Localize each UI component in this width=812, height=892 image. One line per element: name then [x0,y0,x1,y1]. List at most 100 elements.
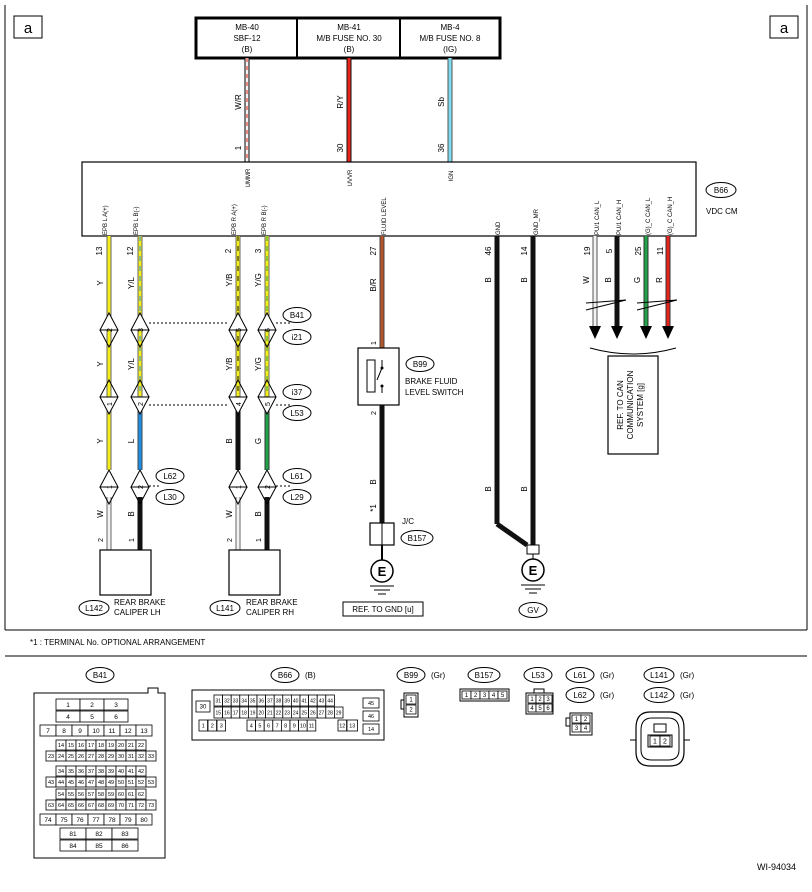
caliper-lh-pin-b: 1 [129,538,136,542]
terminal-ign: IGN [449,171,455,182]
l61-face-color: (Gr) [600,671,615,680]
code-l1-d: W [96,510,105,518]
l53-face-pin-3-cell [543,694,553,704]
b66-pin-45-cell [362,697,380,709]
b41-pin-28: 28 [98,754,104,760]
b66-pin-24: 24 [293,710,299,716]
l62-face-color: (Gr) [600,691,615,700]
ref-i37: i37 [292,388,303,397]
i37-pin-b: 2 [138,402,145,406]
b66-pin-2: 2 [211,723,214,729]
terminal-uvvr: UVVR [348,169,354,186]
b41-pin-25: 25 [68,754,74,760]
l142-face-label-text: L142 [650,691,668,700]
can-ref-box [607,355,659,455]
b41-pin-41: 41 [128,769,134,775]
l53-face-pin-1: 1 [530,697,534,703]
b41-pin-55: 55 [68,792,74,798]
code-fluid-a: B/R [369,278,378,292]
b66-pin-29: 29 [336,710,342,716]
b41-pin-68: 68 [98,803,104,809]
l62-pin-b: 2 [138,485,145,489]
b66-pin-45: 45 [368,701,374,707]
b41-pin-27: 27 [88,754,94,760]
b157-face-pin-5-cell [497,690,508,700]
b41-pin-59: 59 [108,792,114,798]
ref-l142-oval: L142 [78,600,110,616]
b41-pin-76: 76 [76,817,84,824]
fuse-box-frame [194,16,502,60]
ref-l141: L141 [216,604,234,613]
l61-face-label-text: L61 [573,671,587,680]
b41-pin-d: 6 [265,328,272,332]
fuse-1-line-1: MB-40 [235,23,259,32]
b41-pin-83: 83 [121,831,129,838]
b157-face-pin-2: 2 [474,693,478,699]
b99-face-pin-2: 2 [409,708,413,714]
caliper-rh-line-2: CALIPER RH [246,608,294,617]
b99-face-label-text: B99 [404,671,419,680]
b41-pin-18: 18 [98,743,104,749]
b66-pin-19: 19 [250,710,256,716]
b66-pin-13-cell [346,719,359,732]
b41-pin-53: 53 [148,780,154,786]
b66-pin-32: 32 [224,698,230,704]
b41-pin-78: 78 [108,817,116,824]
b66-pin-43: 43 [319,698,325,704]
module-name: VDC CM [706,207,738,216]
b41-pin-13-cell [135,724,153,737]
code-gnd-a: B [484,277,493,282]
b41-pin-57: 57 [88,792,94,798]
pin-14: 14 [520,246,529,255]
l62-face-pin-3: 3 [575,726,579,732]
b66-pin-27: 27 [319,710,325,716]
l62-face-pin-4: 4 [584,726,588,732]
l141-face-label: L141 [643,667,675,683]
page-marker-right-text: a [780,20,789,37]
pin-name-gnd-mr: GND_MR [534,208,540,235]
pin-5: 5 [605,248,614,253]
b41-pin-86-cell [111,839,139,852]
l53-face-pin-3: 3 [546,697,550,703]
fuse-1-line-2: SBF-12 [233,34,261,43]
ref-l142: L142 [85,604,103,613]
b41-pin-85: 85 [95,843,103,850]
b66-pin-10: 10 [300,723,306,729]
b157-face-label-text: B157 [475,671,494,680]
b66-pin-14-cell [362,723,380,735]
star-note: *1 [369,504,378,512]
b41-pin-77: 77 [92,817,100,824]
ref-l30: L30 [163,493,177,502]
l142-face-color: (Gr) [680,691,695,700]
b66-pin-37: 37 [267,698,273,704]
fuse-3-line-2: M/B FUSE NO. 8 [420,34,481,43]
b66-ref: B66 [705,182,737,198]
can-ref-line-3: SYSTEM [g] [636,383,645,427]
b41-pin-10: 10 [92,728,100,735]
b41-pin-47: 47 [88,780,94,786]
code-l2-b: Y/L [127,357,136,370]
b66-pin-35: 35 [250,698,256,704]
b41-pin-1: 1 [66,702,70,709]
b41-pin-33: 33 [148,754,154,760]
b41-pin-73-cell [145,799,157,811]
pin-11: 11 [656,246,665,255]
b41-pin-21: 21 [128,743,134,749]
b41-pin-29: 29 [108,754,114,760]
pin-46: 46 [484,246,493,255]
ref-l62: L62 [163,472,177,481]
ref-b157-oval: B157 [400,530,434,546]
code-fluid-b: B [369,479,378,484]
b41-pin-35: 35 [68,769,74,775]
l62-face-pin-2-cell [580,714,591,724]
b41-pin-40: 40 [118,769,124,775]
switch-body [366,359,376,393]
b157-face-pin-5: 5 [501,693,505,699]
l62-face-pin-1: 1 [575,717,579,723]
code-l1-a: Y [96,280,105,286]
pin-name-can-h: PU/1 CAN_H [617,200,623,235]
b41-pin-65: 65 [68,803,74,809]
caliper-rh-box [228,549,281,596]
